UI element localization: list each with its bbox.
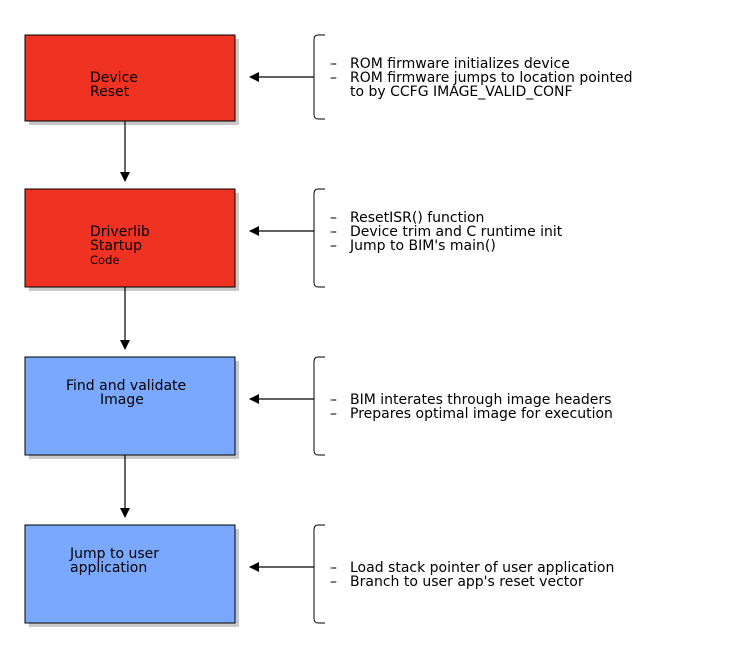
step-label-line-3: Code <box>90 253 119 267</box>
step-label-line-2: Reset <box>90 84 130 100</box>
step-device-reset: Device Reset <box>24 34 239 125</box>
bullet-dash: – <box>330 560 337 576</box>
bullet-dash: – <box>330 574 337 590</box>
step-box <box>24 356 236 456</box>
bracket-icon <box>313 34 325 120</box>
bullet-dash: – <box>330 392 337 408</box>
bullet-dash: – <box>330 70 337 86</box>
note-line: Load stack pointer of user application <box>350 560 614 576</box>
note-line: Branch to user app's reset vector <box>350 574 584 590</box>
step-jump-to-user-app: Jump to user application <box>24 524 239 627</box>
bracket-icon <box>313 356 325 456</box>
step-box <box>24 188 236 288</box>
note-line: to by CCFG IMAGE_VALID_CONF <box>350 84 573 100</box>
note-jump-to-user-app: – Load stack pointer of user application… <box>249 524 614 624</box>
note-line: ROM firmware initializes device <box>350 56 570 72</box>
step-label-line-1: Jump to user <box>69 546 159 562</box>
step-label-line-2: Startup <box>90 238 142 254</box>
bullet-dash: – <box>330 224 337 240</box>
bracket-icon <box>313 524 325 624</box>
note-line: BIM interates through image headers <box>350 392 611 408</box>
note-line: Device trim and C runtime init <box>350 224 563 240</box>
note-line: ResetISR() function <box>350 210 484 226</box>
note-driverlib-startup: – ResetISR() function – Device trim and … <box>249 188 563 288</box>
bullet-dash: – <box>330 56 337 72</box>
step-box <box>24 34 236 122</box>
step-label-line-1: Find and validate <box>66 378 186 394</box>
note-line: ROM firmware jumps to location pointed <box>350 70 633 86</box>
note-line: Prepares optimal image for execution <box>350 406 613 422</box>
step-label-line-1: Driverlib <box>90 224 150 240</box>
note-find-validate-image: – BIM interates through image headers – … <box>249 356 613 456</box>
step-label-line-1: Device <box>90 70 138 86</box>
step-label-line-2: application <box>70 560 147 576</box>
bullet-dash: – <box>330 406 337 422</box>
step-label-line-2: Image <box>100 392 144 408</box>
step-box <box>24 524 236 624</box>
step-find-validate-image: Find and validate Image <box>24 356 239 459</box>
note-line: Jump to BIM's main() <box>349 238 496 254</box>
bullet-dash: – <box>330 238 337 254</box>
step-driverlib-startup: Driverlib Startup Code <box>24 188 239 291</box>
bracket-icon <box>313 188 325 288</box>
note-device-reset: – ROM firmware initializes device – ROM … <box>249 34 633 120</box>
bullet-dash: – <box>330 210 337 226</box>
